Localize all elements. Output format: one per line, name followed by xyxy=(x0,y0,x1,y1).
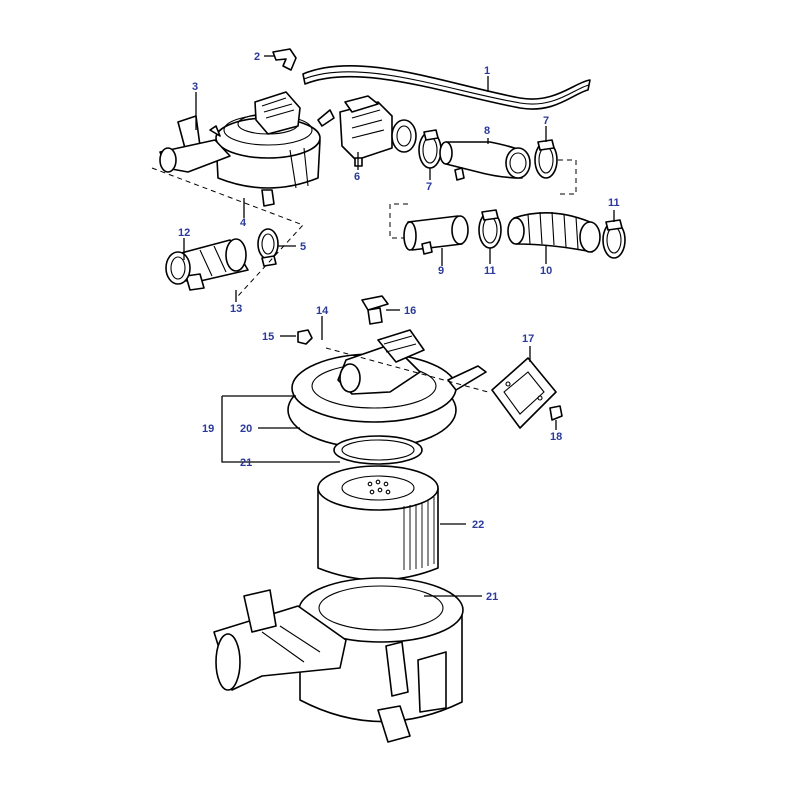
hose-clamp-part-5 xyxy=(257,228,279,267)
callout-21-upper: 21 xyxy=(240,457,252,469)
callout-2: 2 xyxy=(254,51,260,63)
callout-9: 9 xyxy=(438,265,444,277)
callout-21-lower: 21 xyxy=(486,591,498,603)
reference-lines-upper xyxy=(151,159,577,297)
gasket-part-17 xyxy=(491,357,557,429)
callout-17: 17 xyxy=(522,333,534,345)
callout-20: 20 xyxy=(240,423,252,435)
hose-clamp-part-7-left xyxy=(418,129,442,169)
callout-7-upper: 7 xyxy=(543,115,549,127)
nut-part-15 xyxy=(297,329,313,345)
intake-sleeve-part-9 xyxy=(403,215,469,255)
corrugated-hose-part-10 xyxy=(507,211,601,253)
hose-clamp-part-11-right xyxy=(602,219,626,259)
callout-19: 19 xyxy=(202,423,214,435)
seal-ring-part-21-upper xyxy=(333,435,423,465)
air-flow-meter-part-6 xyxy=(339,95,417,167)
hose-clamp-part-12 xyxy=(165,251,191,285)
callout-4: 4 xyxy=(240,217,247,229)
callout-8: 8 xyxy=(484,125,490,137)
hose-clamp-part-7-right xyxy=(534,139,558,179)
callout-11-right: 11 xyxy=(608,197,620,209)
air-cleaner-cover-part-20 xyxy=(287,329,487,449)
callout-3: 3 xyxy=(192,81,198,93)
callout-1: 1 xyxy=(484,65,490,77)
breather-hose-part-1 xyxy=(302,64,591,110)
callout-6: 6 xyxy=(354,171,360,183)
reference-lines-middle xyxy=(325,347,489,393)
callout-labels: 1 2 3 4 5 6 7 7 8 9 10 11 11 12 13 14 15… xyxy=(178,51,620,603)
wing-nut-part-16 xyxy=(361,295,389,325)
callout-18: 18 xyxy=(550,431,562,443)
callout-12: 12 xyxy=(178,227,190,239)
callout-10: 10 xyxy=(540,265,552,277)
clip-part-2 xyxy=(272,48,297,71)
callout-15: 15 xyxy=(262,331,274,343)
callout-16: 16 xyxy=(404,305,416,317)
air-cleaner-assembly-upper xyxy=(159,91,335,207)
filter-perforations xyxy=(367,479,391,495)
callout-7-lower: 7 xyxy=(426,181,432,193)
callout-13: 13 xyxy=(230,303,242,315)
leader-lines xyxy=(183,55,615,597)
callout-11-left: 11 xyxy=(484,265,496,277)
callout-5: 5 xyxy=(300,241,306,253)
air-cleaner-housing-lower xyxy=(213,577,464,743)
nut-part-18 xyxy=(549,405,563,421)
intake-elbow-part-8 xyxy=(439,141,531,181)
filter-element-part-22 xyxy=(317,465,439,581)
callout-14: 14 xyxy=(316,305,329,317)
hose-clamp-part-11-left xyxy=(478,209,502,249)
callout-22: 22 xyxy=(472,519,484,531)
